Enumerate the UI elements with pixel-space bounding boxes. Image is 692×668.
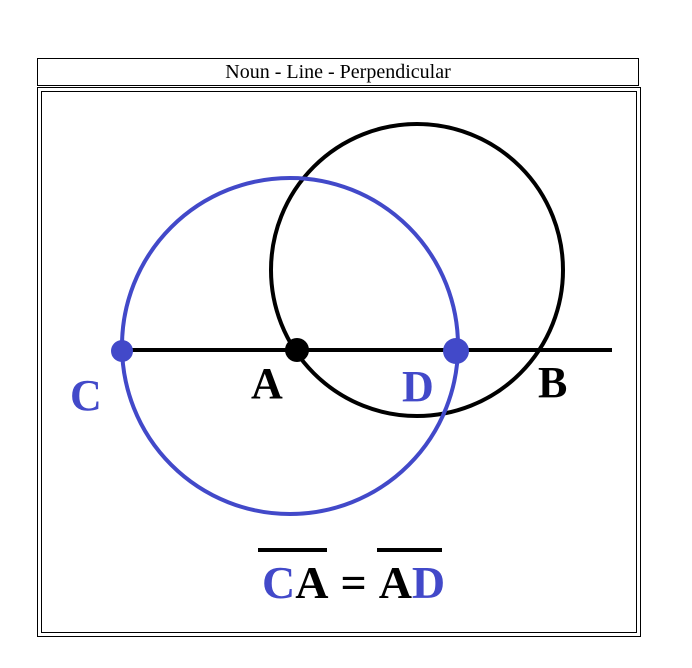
diagram-title: Noun - Line - Perpendicular: [37, 58, 639, 86]
equation-equals: =: [340, 557, 366, 608]
point-d: [443, 338, 469, 364]
diagram-frame-outer: [37, 87, 641, 637]
label-b: B: [538, 358, 567, 407]
label-c: C: [70, 371, 102, 420]
equation-lhs-c: C: [262, 557, 295, 608]
equation-rhs-a: A: [379, 557, 412, 608]
point-a: [285, 338, 309, 362]
point-c: [111, 340, 133, 362]
equation-rhs-d: D: [412, 557, 445, 608]
equation: CA=AD: [262, 557, 445, 608]
diagram-frame-inner: [41, 91, 637, 633]
equation-lhs-a: A: [295, 557, 328, 608]
label-a: A: [251, 359, 283, 408]
black-circle-centered-d: [269, 122, 565, 418]
label-d: D: [402, 362, 434, 411]
